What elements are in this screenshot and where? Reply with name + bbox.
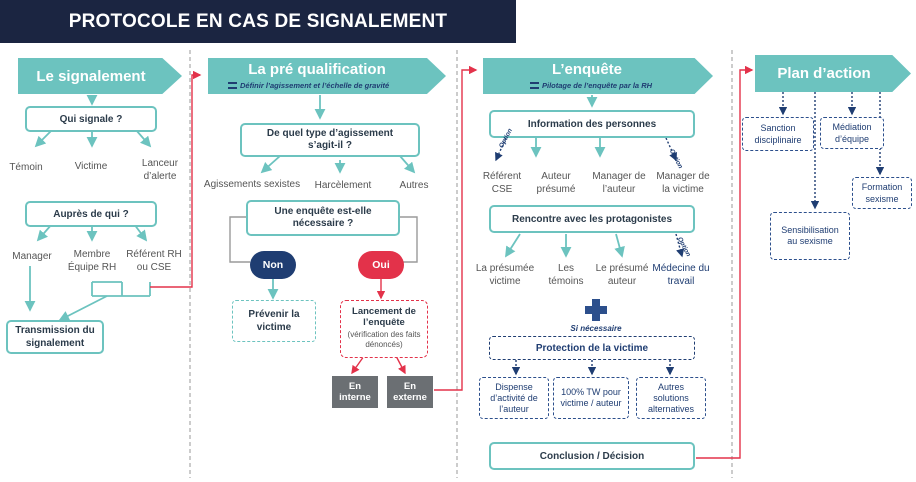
page-title: PROTOCOLE EN CAS DE SIGNALEMENT <box>68 10 448 32</box>
type-agissement-box: De quel type d’agissement s’agit-il ? <box>240 123 420 157</box>
aupres-de-qui-box: Auprès de qui ? <box>25 201 157 227</box>
recipient-referent: Référent RH ou CSE <box>126 249 182 273</box>
protection-victime-box: Protection de la victime <box>489 336 695 360</box>
protagonist-auteur: Le présumé auteur <box>595 263 649 287</box>
recipient-equipe-rh: Membre Équipe RH <box>67 249 117 273</box>
prevenir-victime-box: Prévenir la victime <box>232 300 316 342</box>
medecine-travail: Médecine du travail <box>652 263 710 287</box>
header-enquete: L’enquête <box>483 58 713 94</box>
sensibilisation-box: Sensibilisation au sexisme <box>770 212 850 260</box>
formation-box: Formation sexisme <box>852 177 912 209</box>
information-personnes-box: Information des personnes <box>489 110 695 138</box>
subtitle-pilotage: Pilotage de l’enquête par la RH <box>530 80 700 90</box>
type-autres: Autres <box>399 180 429 191</box>
protection-option-tw: 100% TW pour victime / auteur <box>553 377 629 419</box>
si-necessaire-label: Si nécessaire <box>570 324 622 333</box>
rencontre-box: Rencontre avec les protagonistes <box>489 205 695 233</box>
reporter-temoin: Témoin <box>9 162 43 173</box>
info-auteur-presume: Auteur présumé <box>536 171 576 195</box>
header-plan-action: Plan d’action <box>755 55 911 92</box>
equal-sign-icon <box>530 81 539 89</box>
sanction-box: Sanction disciplinaire <box>742 117 814 151</box>
recipient-manager: Manager <box>12 251 52 262</box>
enquete-necessaire-box: Une enquête est-elle nécessaire ? <box>246 200 400 236</box>
title-bar: PROTOCOLE EN CAS DE SIGNALEMENT <box>0 0 516 43</box>
type-harcelement: Harcèlement <box>314 180 372 191</box>
type-sexistes: Agissements sexistes <box>203 179 301 190</box>
mediation-box: Médiation d’équipe <box>820 117 884 149</box>
reporter-lanceur: Lanceur d’alerte <box>141 158 179 182</box>
lancement-box: Lancement de l’enquête (vérification des… <box>340 300 428 358</box>
info-manager-victime: Manager de la victime <box>656 171 710 195</box>
lancement-note: (vérification des faits dénoncés) <box>347 330 421 349</box>
oui-pill: Oui <box>358 251 404 279</box>
conclusion-box: Conclusion / Décision <box>489 442 695 470</box>
lancement-title: Lancement de l’enquête <box>352 306 416 328</box>
non-pill: Non <box>250 251 296 279</box>
en-externe-box: En externe <box>387 376 433 408</box>
header-le-signalement: Le signalement <box>18 58 182 94</box>
protagonist-temoins: Les témoins <box>548 263 584 287</box>
subtitle-definir: Définir l’agissement et l’échelle de gra… <box>228 80 438 90</box>
info-manager-auteur: Manager de l’auteur <box>592 171 646 195</box>
plus-icon <box>585 299 607 321</box>
info-referent-cse: Référent CSE <box>482 171 522 195</box>
reporter-victime: Victime <box>74 161 108 172</box>
qui-signale-box: Qui signale ? <box>25 106 157 132</box>
en-interne-box: En interne <box>332 376 378 408</box>
transmission-box: Transmission du signalement <box>6 320 104 354</box>
protection-option-dispense: Dispense d’activité de l’auteur <box>479 377 549 419</box>
equal-sign-icon <box>228 81 237 89</box>
header-pre-qualification: La pré qualification <box>208 58 446 94</box>
protection-option-autres: Autres solutions alternatives <box>636 377 706 419</box>
protagonist-victime: La présumée victime <box>475 263 535 287</box>
